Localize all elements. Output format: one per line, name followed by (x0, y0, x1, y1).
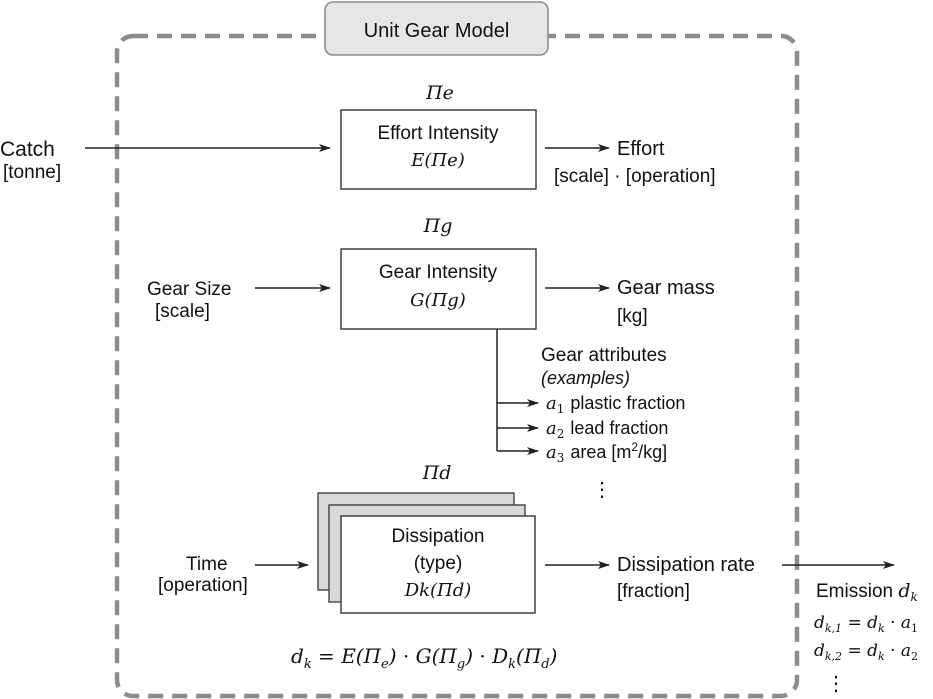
gear-box-title: Gear Intensity (379, 262, 498, 283)
emission-label: Emission dk (816, 580, 918, 604)
dissipation-box-type: (type) (414, 553, 463, 574)
dissipation-box-title: Dissipation (392, 526, 485, 547)
emission-ellipsis: ⋮ (826, 673, 846, 695)
catch-unit: [tonne] (3, 162, 61, 183)
gear-size-unit: [scale] (155, 301, 210, 322)
dissipation-rate-label: Dissipation rate (617, 554, 755, 576)
effort-box-formula: E(Πe) (410, 150, 465, 171)
effort-intensity-box (340, 109, 537, 190)
effort-box-title: Effort Intensity (377, 123, 499, 144)
dissipation-param: Πd (422, 462, 452, 484)
time-label: Time (186, 554, 228, 575)
emission-line-1: dk,1 = dk · a1 (814, 613, 918, 635)
emission-line-2: dk,2 = dk · a2 (814, 641, 918, 663)
gear-size-label: Gear Size (147, 279, 231, 300)
attributes-subheading: (examples) (541, 368, 630, 388)
effort-output-label: Effort (617, 138, 665, 160)
dissipation-box (340, 515, 536, 614)
combined-equation: dk = E(Πe) · G(Πg) · Dk(Πd) (291, 644, 557, 672)
effort-param: Πe (425, 82, 454, 104)
attributes-heading: Gear attributes (541, 345, 667, 366)
gear-param: Πg (423, 215, 453, 237)
gear-box-formula: G(Πg) (410, 290, 466, 311)
effort-output-unit: [scale] · [operation] (554, 166, 716, 187)
attributes-ellipsis: ⋮ (592, 479, 612, 501)
dissipation-rate-unit: [fraction] (617, 581, 690, 602)
title-text: Unit Gear Model (364, 20, 510, 42)
title-tab (324, 1, 549, 56)
gear-intensity-box (340, 248, 537, 330)
time-unit: [operation] (158, 575, 248, 596)
gear-mass-label: Gear mass (617, 277, 715, 299)
catch-label: Catch (0, 138, 55, 161)
gear-mass-unit: [kg] (617, 306, 648, 327)
dissipation-box-formula: Dk(Πd) (404, 580, 472, 601)
